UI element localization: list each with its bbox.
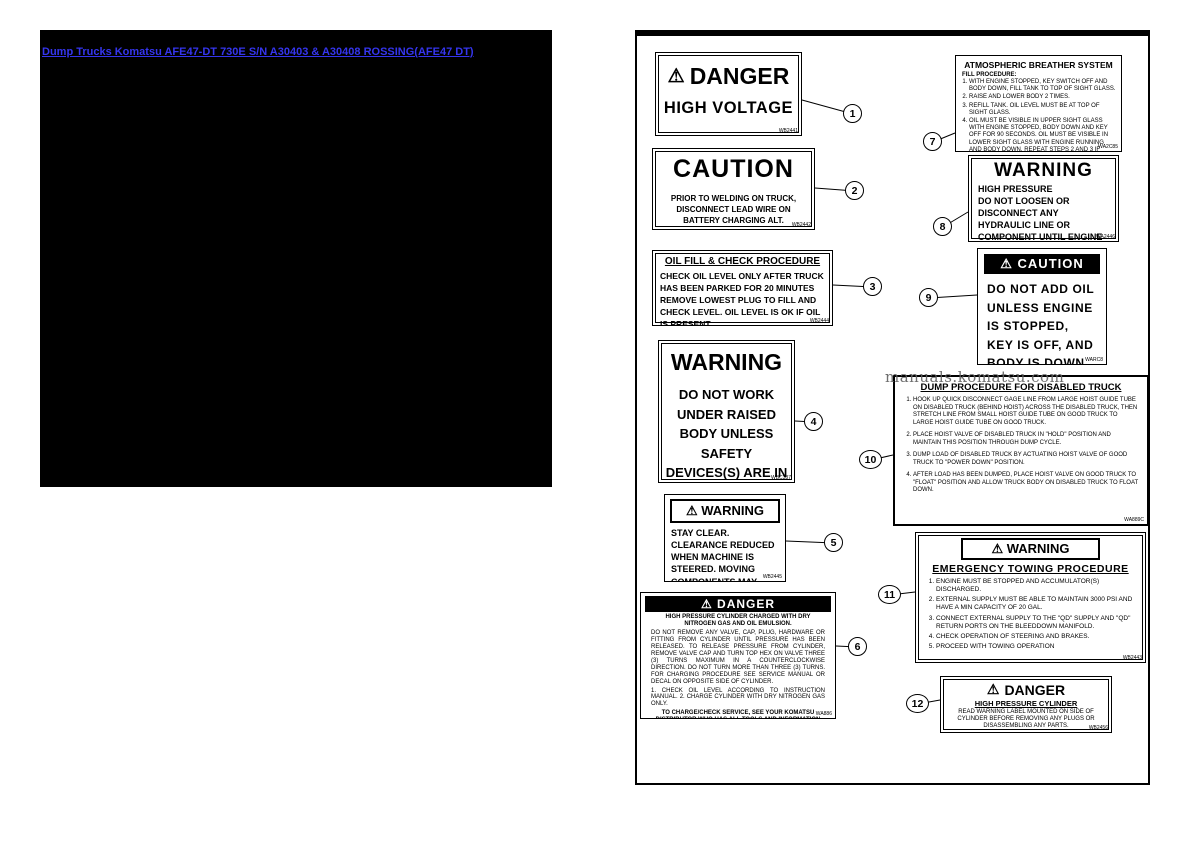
decal-part-code: WA2446 — [1096, 234, 1115, 240]
decal-body: CHECK OIL LEVEL ONLY AFTER TRUCK HAS BEE… — [660, 271, 824, 326]
callout-2: 2 — [845, 181, 864, 200]
decal-heading: HIGH PRESSURE CYLINDER CHARGED WITH DRY … — [665, 614, 811, 628]
decal-part-code: WA886 — [815, 711, 832, 717]
decal-subtitle: EMERGENCY TOWING PROCEDURE — [932, 563, 1129, 575]
list-item: REFILL TANK. OIL LEVEL MUST BE AT TOP OF… — [969, 103, 1116, 117]
decal-title: WARNING — [701, 503, 765, 518]
list-item: EXTERNAL SUPPLY MUST BE ABLE TO MAINTAIN… — [936, 596, 1139, 612]
decal-body: STAY CLEAR. CLEARANCE REDUCED WHEN MACHI… — [671, 528, 775, 582]
decal-warning-high-pressure: WARNING HIGH PRESSURE DO NOT LOOSEN OR D… — [968, 155, 1119, 242]
list-item: PROCEED WITH TOWING OPERATION — [936, 643, 1139, 651]
decal-step-list: ENGINE MUST BE STOPPED AND ACCUMULATOR(S… — [916, 578, 1145, 651]
decal-step-list: WITH ENGINE STOPPED, KEY SWITCH OFF AND … — [956, 79, 1121, 151]
decal-danger-nitrogen-cylinder: ⚠ DANGER HIGH PRESSURE CYLINDER CHARGED … — [640, 592, 836, 719]
decal-part-code: WB2441 — [778, 128, 798, 134]
decal-body: DO NOT LOOSEN OR DISCONNECT ANY HYDRAULI… — [978, 196, 1103, 242]
decal-title: DANGER — [1004, 681, 1066, 698]
callout-5: 5 — [824, 533, 843, 552]
warning-triangle-icon: ⚠ — [700, 597, 713, 611]
callout-9: 9 — [919, 288, 938, 307]
decal-body: READ WARNING LABEL MOUNTED ON SIDE OF CY… — [957, 709, 1095, 730]
watermark: manuals.komatsu.com — [885, 368, 1065, 386]
decal-subtitle: HIGH VOLTAGE — [663, 99, 794, 117]
warning-triangle-icon: ⚠ — [991, 541, 1004, 556]
warning-triangle-icon: ⚠ — [1000, 256, 1013, 271]
warning-triangle-icon: ⚠ — [667, 66, 685, 87]
callout-6: 6 — [848, 637, 867, 656]
decal-title: WARNING — [670, 349, 783, 375]
callout-1: 1 — [843, 104, 862, 123]
decal-paragraph: 1. CHECK OIL LEVEL ACCORDING TO INSTRUCT… — [651, 687, 825, 708]
callout-7: 7 — [923, 132, 942, 151]
decal-title: DUMP PROCEDURE FOR DISABLED TRUCK — [920, 382, 1122, 393]
decal-caution-welding: CAUTION PRIOR TO WELDING ON TRUCK, DISCO… — [652, 148, 815, 230]
decal-title: DANGER — [689, 63, 790, 89]
decal-part-code: WB2444 — [809, 318, 829, 324]
decal-emergency-towing: ⚠ WARNING EMERGENCY TOWING PROCEDURE ENG… — [915, 532, 1146, 663]
decal-title: WARNING — [1006, 541, 1070, 556]
decal-part-code: WB2443 — [1122, 655, 1142, 661]
list-item: WITH ENGINE STOPPED, KEY SWITCH OFF AND … — [969, 79, 1116, 93]
list-item: CONNECT EXTERNAL SUPPLY TO THE "QD" SUPP… — [936, 615, 1139, 631]
warning-triangle-icon: ⚠ — [986, 681, 1000, 697]
decal-body: DO NOT WORK UNDER RAISED BODY UNLESS SAF… — [665, 387, 788, 480]
decal-oil-fill-check: OIL FILL & CHECK PROCEDURE CHECK OIL LEV… — [652, 250, 833, 326]
list-item: CHECK OPERATION OF STEERING AND BRAKES. — [936, 633, 1139, 641]
list-item: HOOK UP QUICK DISCONNECT GAGE LINE FROM … — [913, 397, 1139, 427]
document-title-link[interactable]: Dump Trucks Komatsu AFE47-DT 730E S/N A3… — [42, 46, 474, 58]
decal-caution-no-add-oil: ⚠ CAUTION DO NOT ADD OIL UNLESS ENGINE I… — [977, 248, 1107, 365]
decal-part-code: WARC8 — [1085, 357, 1103, 363]
callout-10: 10 — [859, 450, 882, 469]
list-item: DUMP LOAD OF DISABLED TRUCK BY ACTUATING… — [913, 452, 1139, 467]
callout-8: 8 — [933, 217, 952, 236]
decal-title: DANGER — [717, 597, 776, 611]
decal-part-code: WBC387 — [770, 475, 791, 481]
callout-11: 11 — [878, 585, 901, 604]
decal-subtitle: HIGH PRESSURE — [978, 184, 1053, 194]
decal-step-list: HOOK UP QUICK DISCONNECT GAGE LINE FROM … — [895, 397, 1147, 495]
decal-atmospheric-breather: ATMOSPHERIC BREATHER SYSTEM FILL PROCEDU… — [955, 55, 1122, 152]
decal-body: DO NOT ADD OIL UNLESS ENGINE IS STOPPED,… — [987, 282, 1095, 365]
decal-subtitle: HIGH PRESSURE CYLINDER — [974, 699, 1078, 708]
decal-title: ATMOSPHERIC BREATHER SYSTEM — [964, 60, 1113, 70]
decal-part-code: WA889C — [1124, 517, 1144, 523]
cover-image-black-box — [40, 30, 552, 487]
warning-triangle-icon: ⚠ — [685, 503, 698, 518]
decal-danger-high-voltage: ⚠ DANGER HIGH VOLTAGE WB2441 — [655, 52, 802, 136]
decal-part-code: WA2C85 — [1098, 144, 1118, 150]
list-item: AFTER LOAD HAS BEEN DUMPED, PLACE HOIST … — [913, 472, 1139, 495]
list-item: OIL MUST BE VISIBLE IN UPPER SIGHT GLASS… — [969, 118, 1116, 151]
callout-3: 3 — [863, 277, 882, 296]
list-item: ENGINE MUST BE STOPPED AND ACCUMULATOR(S… — [936, 578, 1139, 594]
list-item: RAISE AND LOWER BODY 2 TIMES. — [969, 94, 1116, 101]
decal-part-code: WB2445 — [762, 574, 782, 580]
decal-warning-raised-body: WARNING DO NOT WORK UNDER RAISED BODY UN… — [658, 340, 795, 483]
callout-4: 4 — [804, 412, 823, 431]
decal-part-code: WB2442 — [791, 222, 811, 228]
decal-danger-pressure-cylinder: ⚠ DANGER HIGH PRESSURE CYLINDER READ WAR… — [940, 676, 1112, 733]
callout-12: 12 — [906, 694, 929, 713]
decal-title: OIL FILL & CHECK PROCEDURE — [664, 256, 821, 267]
decal-body: PRIOR TO WELDING ON TRUCK, DISCONNECT LE… — [670, 194, 797, 226]
decal-intro: FILL PROCEDURE: — [962, 72, 1017, 78]
decal-part-code: WB2456 — [1088, 725, 1108, 731]
decal-title: CAUTION — [1017, 256, 1084, 271]
decal-title: CAUTION — [673, 155, 794, 183]
decal-title: WARNING — [994, 160, 1093, 181]
decal-paragraph: TO CHARGE/CHECK SERVICE, SEE YOUR KOMATS… — [656, 710, 821, 718]
decal-paragraph: DO NOT REMOVE ANY VALVE, CAP, PLUG, HARD… — [651, 630, 825, 685]
decal-dump-procedure: DUMP PROCEDURE FOR DISABLED TRUCK HOOK U… — [893, 375, 1149, 526]
decal-warning-stay-clear: ⚠ WARNING STAY CLEAR. CLEARANCE REDUCED … — [664, 494, 786, 582]
list-item: PLACE HOIST VALVE OF DISABLED TRUCK IN "… — [913, 432, 1139, 447]
